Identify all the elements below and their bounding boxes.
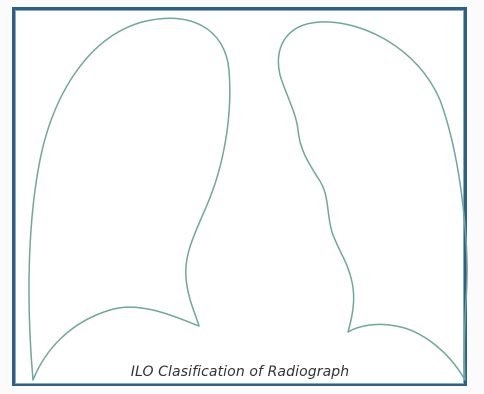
left-lung-outline [278, 22, 467, 380]
figure-caption: ILO Clasification of Radiograph [90, 364, 390, 380]
right-lung-outline [29, 18, 230, 380]
